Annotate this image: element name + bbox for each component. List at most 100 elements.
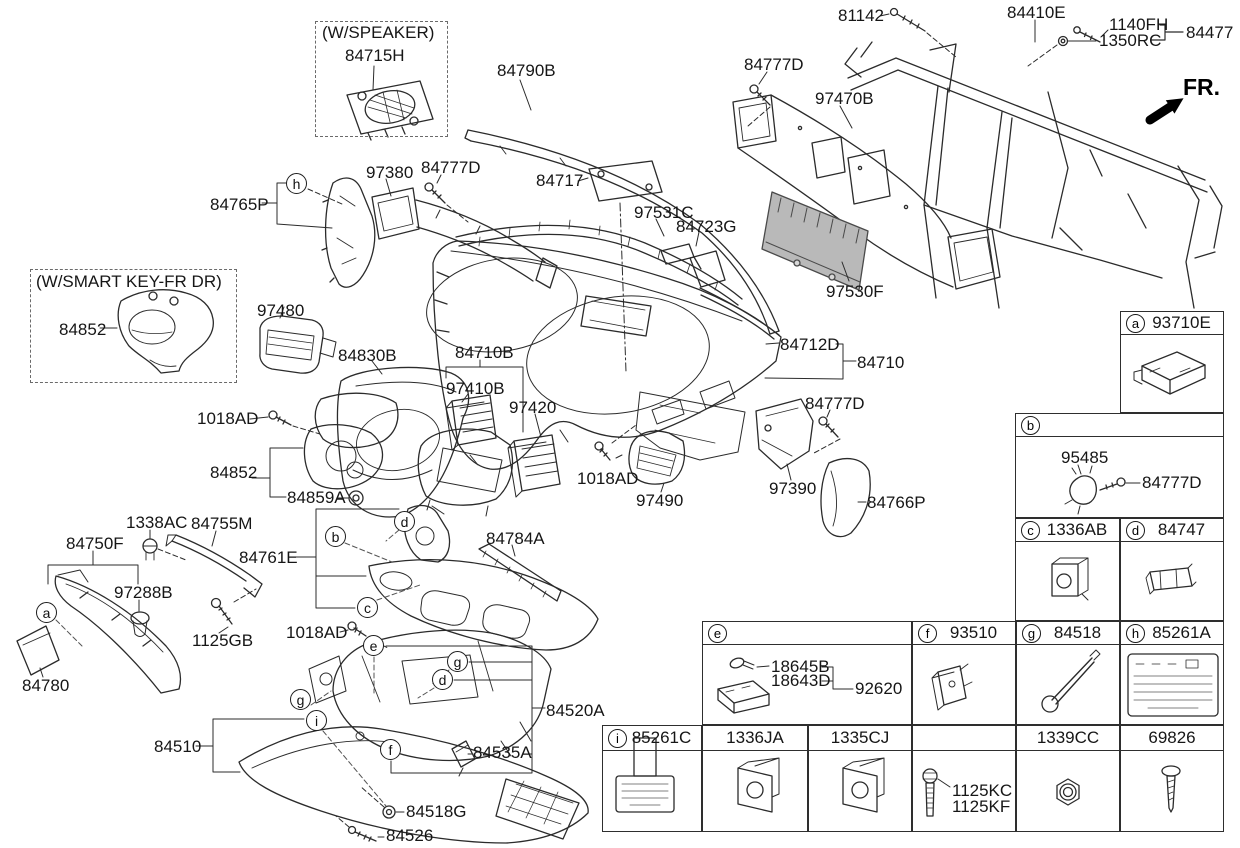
label-97490: 97490 <box>636 491 684 510</box>
table-marker-h: h <box>1126 623 1145 643</box>
vent-97480-art <box>259 306 337 374</box>
label-w-smartkey: (W/SMART KEY-FR DR) <box>36 272 222 291</box>
table-marker-c: c <box>1021 520 1040 540</box>
cover-97390-art <box>755 398 814 481</box>
label-97380: 97380 <box>366 163 414 182</box>
table-part-1336JA: 1336JA <box>726 728 784 747</box>
label-18643D: 18643D <box>771 671 831 690</box>
table-cell-g: g 84518 <box>1016 621 1120 725</box>
screw-84526-art <box>335 815 385 842</box>
table-marker-b: b <box>1021 415 1040 435</box>
speaker-option-box <box>315 21 448 137</box>
trim-84780-art <box>16 625 60 678</box>
table-marker-g: g <box>1022 623 1041 643</box>
label-97531C: 97531C <box>634 203 694 222</box>
label-1018AD-2: 1018AD <box>577 469 639 488</box>
label-84777D-mid: 84777D <box>421 158 481 177</box>
clip-97288B-art <box>130 599 150 637</box>
table-part-84518: 84518 <box>1053 623 1102 642</box>
table-part-1336AB: 1336AB <box>1046 520 1108 539</box>
label-84526: 84526 <box>386 826 434 845</box>
seal-84712D-art <box>699 287 857 380</box>
cowl-crossbar-84410E-art <box>844 19 1223 309</box>
label-18645B: 18645B <box>771 657 830 676</box>
table-cell-1335CJ: 1335CJ <box>808 725 912 832</box>
bracket-84765P-art <box>261 177 376 288</box>
screw-1018AD-2-art <box>594 424 637 461</box>
label-97288B: 97288B <box>114 583 173 602</box>
table-marker-e: e <box>708 623 727 643</box>
label-84518G: 84518G <box>406 802 467 821</box>
fr-direction-label: FR. <box>1183 74 1221 100</box>
table-part-93510: 93510 <box>949 623 998 642</box>
label-84761E: 84761E <box>239 548 298 567</box>
marker-h: h <box>286 173 307 194</box>
table-marker-i: i <box>608 728 627 748</box>
column-cover-84852-art <box>251 392 399 506</box>
marker-d-2: d <box>432 669 453 690</box>
speaker-grille-84715H-art <box>346 65 434 141</box>
marker-d-1: d <box>394 511 415 532</box>
label-1140FH: 1140FH <box>1109 15 1169 34</box>
label-84830B: 84830B <box>338 346 397 365</box>
garnish-84766P-art <box>820 457 871 538</box>
screw-84777D-top-art <box>747 71 771 127</box>
table-cell-bolt <box>912 725 1016 832</box>
label-w-speaker: (W/SPEAKER) <box>322 23 435 42</box>
label-97470B: 97470B <box>815 89 874 108</box>
vent-97410B-art <box>445 359 542 451</box>
label-84859A: 84859A <box>287 488 346 507</box>
table-part-93710E: 93710E <box>1152 313 1211 332</box>
label-84852-main: 84852 <box>210 463 258 482</box>
table-marker-a: a <box>1126 313 1145 333</box>
label-84710B: 84710B <box>455 343 514 362</box>
table-part-1335CJ: 1335CJ <box>830 728 890 747</box>
screw-84777D-right-art <box>813 409 841 454</box>
table-cell-h: h 85261A <box>1120 621 1224 725</box>
center-support-84761E-art <box>293 504 599 651</box>
table-part-69826: 69826 <box>1148 728 1196 747</box>
center-display-art <box>417 428 514 517</box>
marker-i: i <box>306 710 327 731</box>
label-1125KC: 1125KC <box>952 781 1013 800</box>
grommet-84518G-art <box>359 785 405 819</box>
table-marker-f: f <box>918 623 937 643</box>
screw-84777D-mid-art <box>424 174 469 223</box>
label-84710: 84710 <box>857 353 905 372</box>
label-84535A: 84535A <box>473 743 532 762</box>
label-84777D-right: 84777D <box>805 394 865 413</box>
label-84852-box: 84852 <box>59 320 107 339</box>
marker-a: a <box>36 602 57 623</box>
marker-f: f <box>380 739 401 760</box>
smartkey-cover-84852-art <box>99 289 214 374</box>
table-cell-a: a 93710E <box>1120 311 1224 413</box>
table-cell-i: i 85261C <box>602 725 702 832</box>
label-84410E: 84410E <box>1007 3 1066 22</box>
label-84777D-top: 84777D <box>744 55 804 74</box>
label-1125KF: 1125KF <box>952 797 1011 816</box>
table-marker-d: d <box>1126 520 1145 540</box>
table-cell-1339CC: 1339CC <box>1016 725 1120 832</box>
vent-97420-art <box>507 434 561 498</box>
cover-84717-art <box>577 160 663 373</box>
seal-strip-97531C-art <box>455 218 743 306</box>
garnish-strip-84790B-art <box>464 79 780 335</box>
bolt-81142-art <box>879 7 957 58</box>
table-cell-d: d 84747 <box>1120 518 1224 621</box>
marker-g-2: g <box>290 689 311 710</box>
cluster-facia-84830B-art <box>336 360 470 518</box>
label-97420: 97420 <box>509 398 557 417</box>
label-92620: 92620 <box>855 679 903 698</box>
label-1350RC: 1350RC <box>1099 31 1162 50</box>
label-97390: 97390 <box>769 479 817 498</box>
center-lower-bracket-art <box>635 391 746 461</box>
label-84765P: 84765P <box>210 195 269 214</box>
screw-1018AD-1-art <box>249 410 321 435</box>
table-cell-1336JA: 1336JA <box>702 725 808 832</box>
label-95485: 95485 <box>1061 448 1109 467</box>
bolt-1125GB-art <box>210 588 257 634</box>
smartkey-option-box <box>30 269 237 383</box>
label-1018AD-3: 1018AD <box>286 623 348 642</box>
